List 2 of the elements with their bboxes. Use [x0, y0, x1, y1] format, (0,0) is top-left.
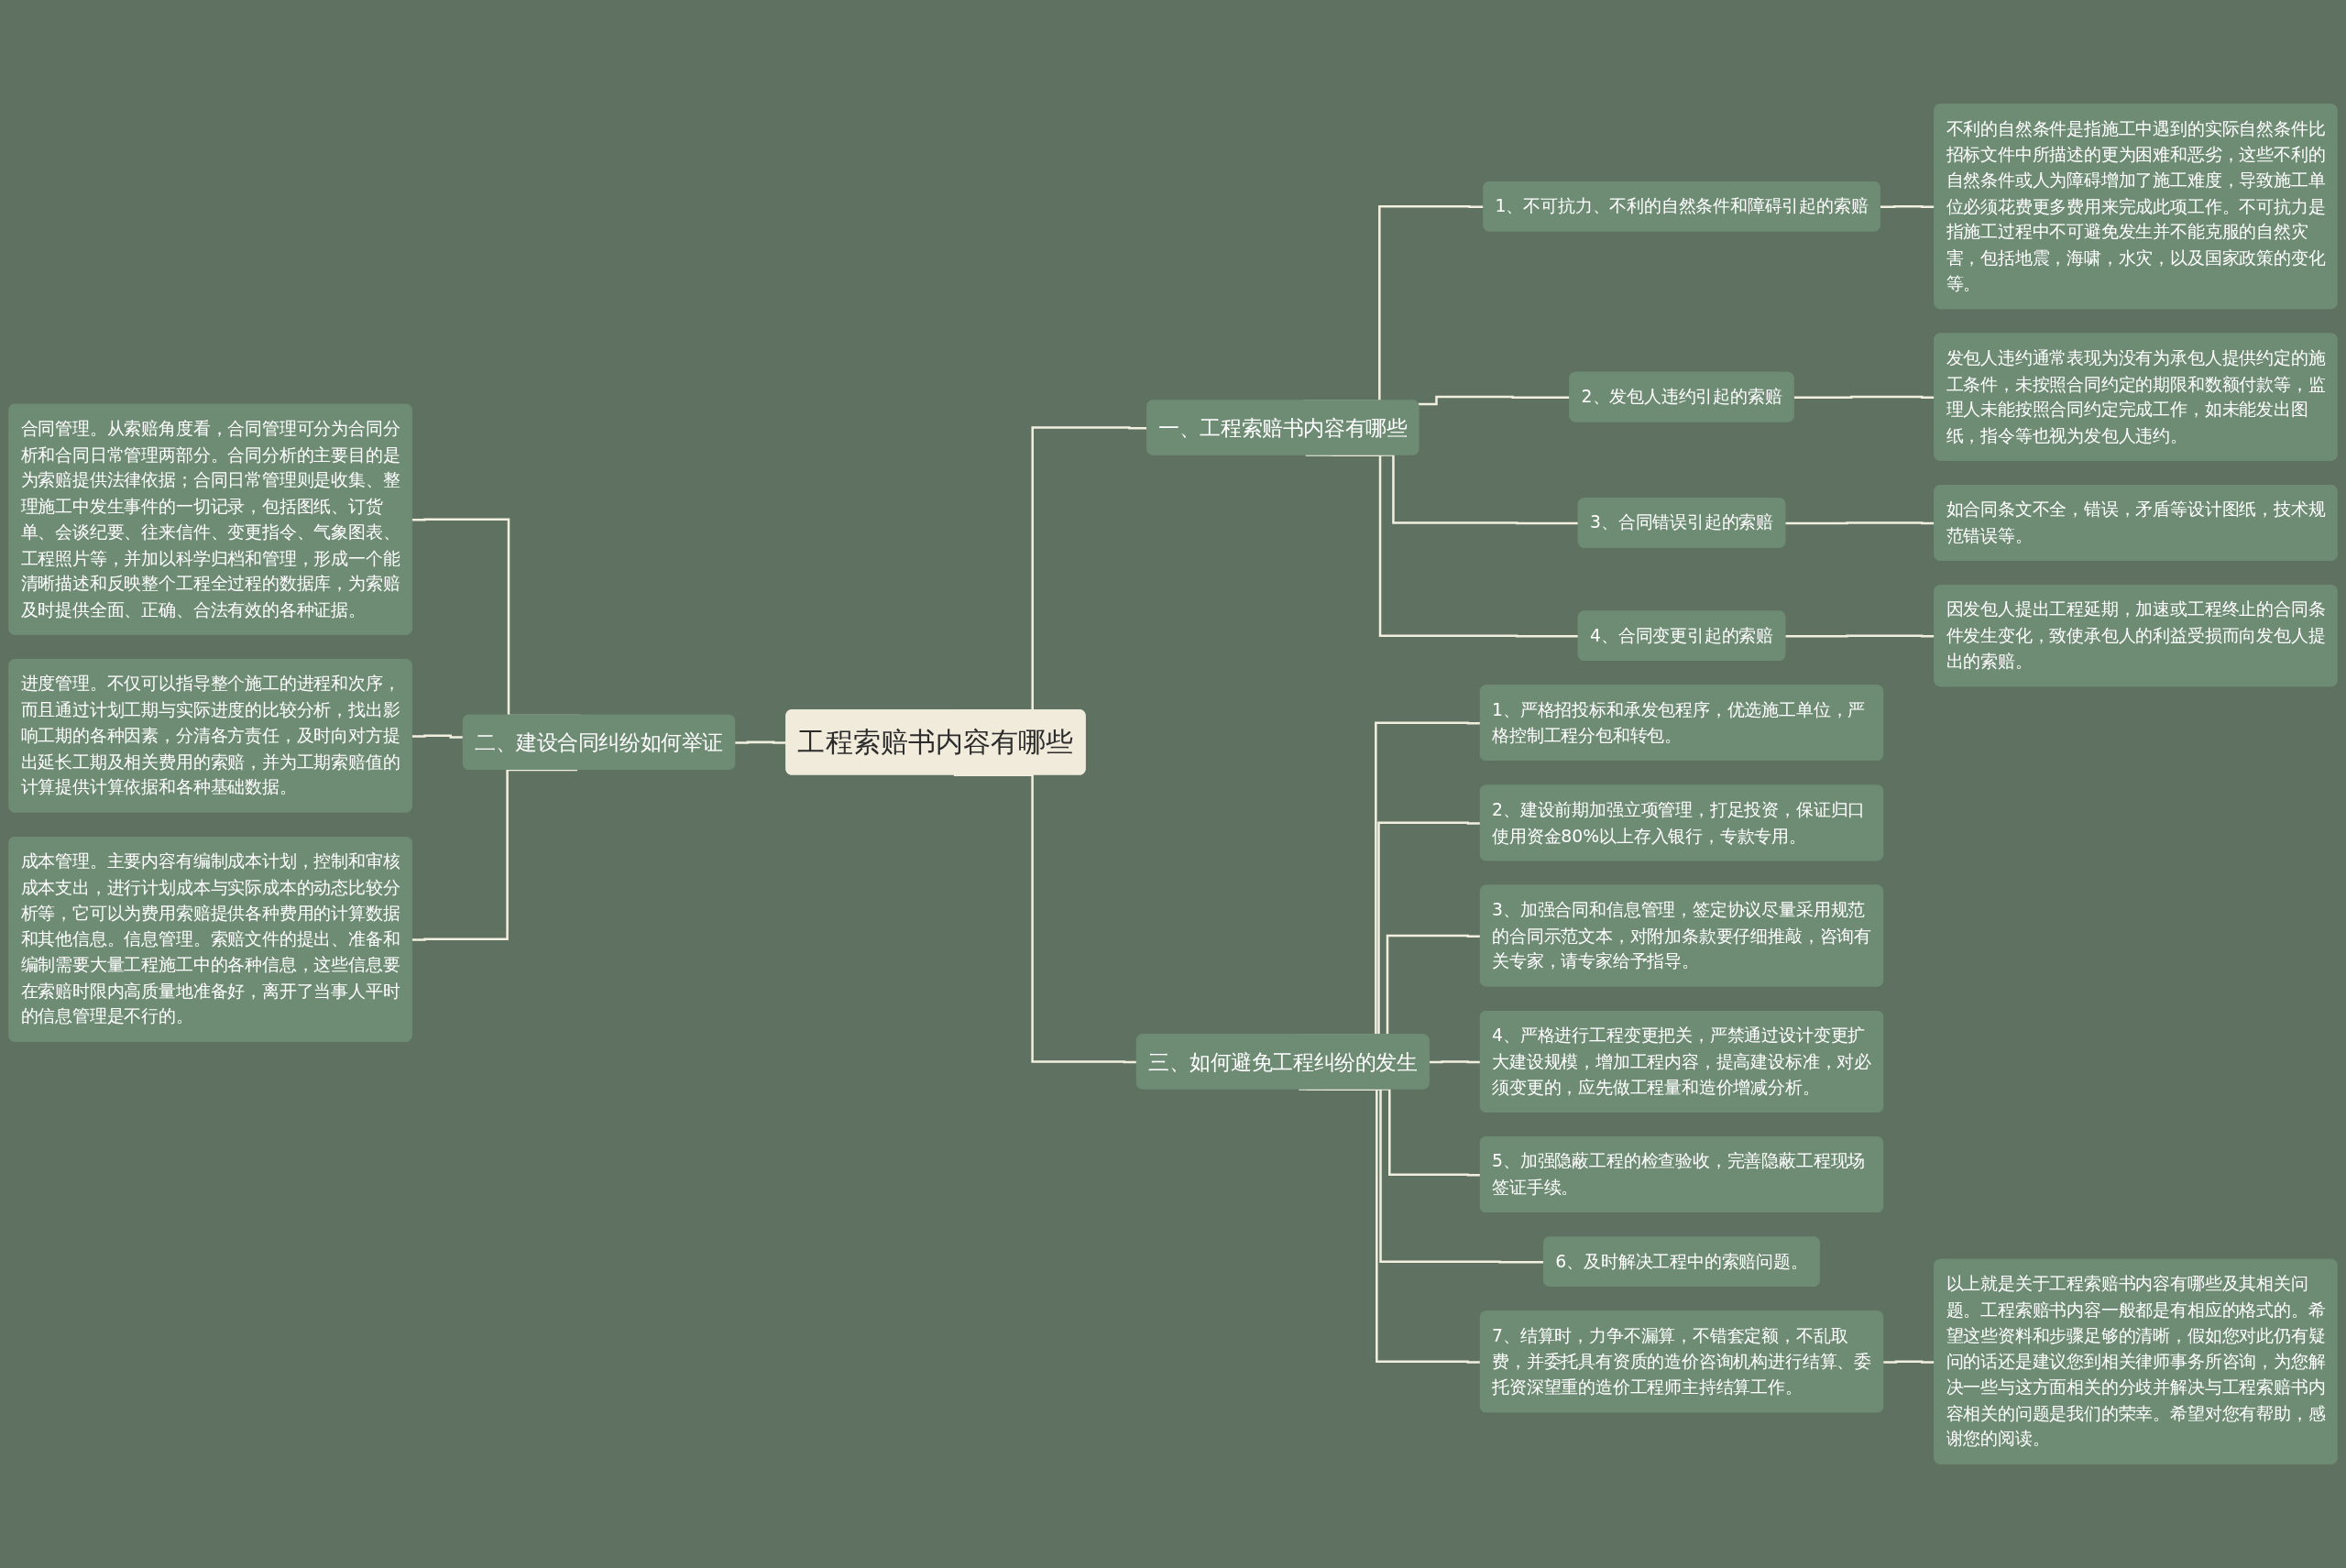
connector — [1418, 395, 1571, 406]
connector — [411, 768, 577, 941]
